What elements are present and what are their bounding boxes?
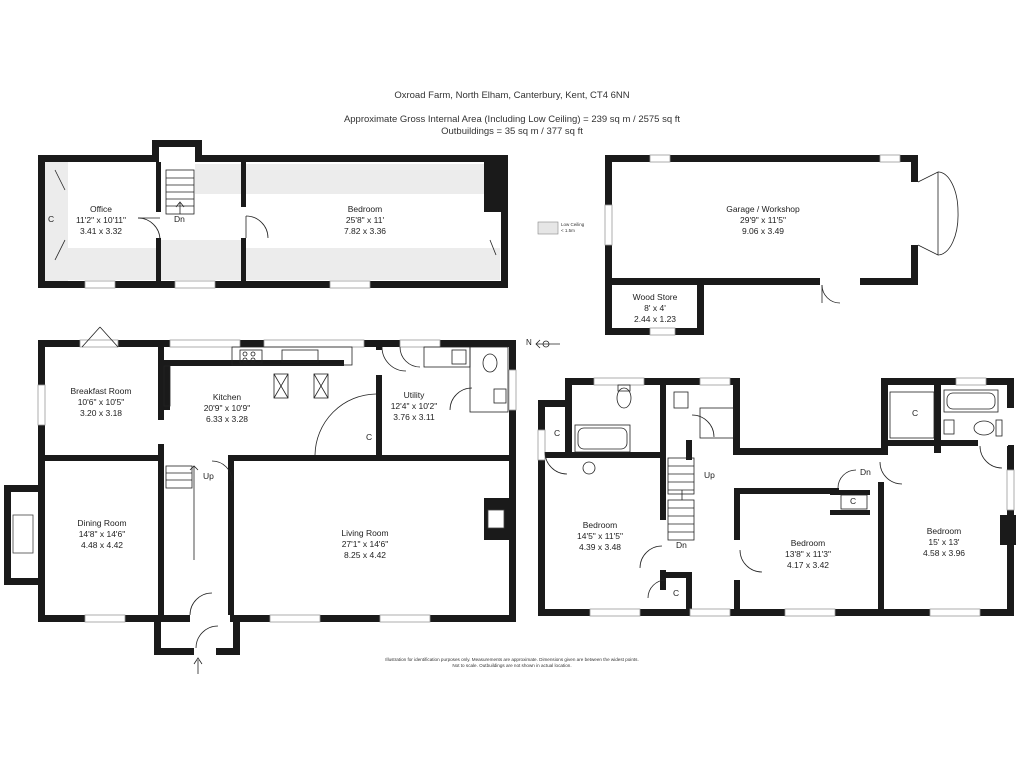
cupboard-marker: C (48, 214, 55, 224)
cupboard-marker: C (366, 432, 373, 442)
cupboard-marker: C (912, 408, 919, 418)
stair-down-marker: Dn (860, 467, 871, 477)
north-marker: N (526, 338, 532, 347)
footer-note-2: Not to scale. Outbuildings are not shown… (452, 663, 572, 668)
cupboard-marker: C (850, 496, 857, 506)
cupboard-marker: C (554, 428, 561, 438)
legend-label: Low Ceiling < 1.5m (561, 222, 585, 233)
area-line-2: Outbuildings = 35 sq m / 377 sq ft (441, 126, 583, 137)
first-floor-plan (537, 377, 1016, 617)
footer-note-1: Illustration for identification purposes… (385, 657, 639, 662)
outbuilding-office-bedroom (38, 140, 959, 336)
cupboard-marker: C (673, 588, 680, 598)
stair-down-marker: Dn (174, 214, 185, 224)
stair-down-marker: Dn (676, 540, 687, 550)
area-line-1: Approximate Gross Internal Area (Includi… (343, 114, 681, 125)
ground-floor-plan (4, 326, 517, 674)
address-title: Oxroad Farm, North Elham, Canterbury, Ke… (394, 90, 630, 101)
stair-up-marker: Up (704, 470, 715, 480)
stair-up-marker: Up (203, 471, 214, 481)
